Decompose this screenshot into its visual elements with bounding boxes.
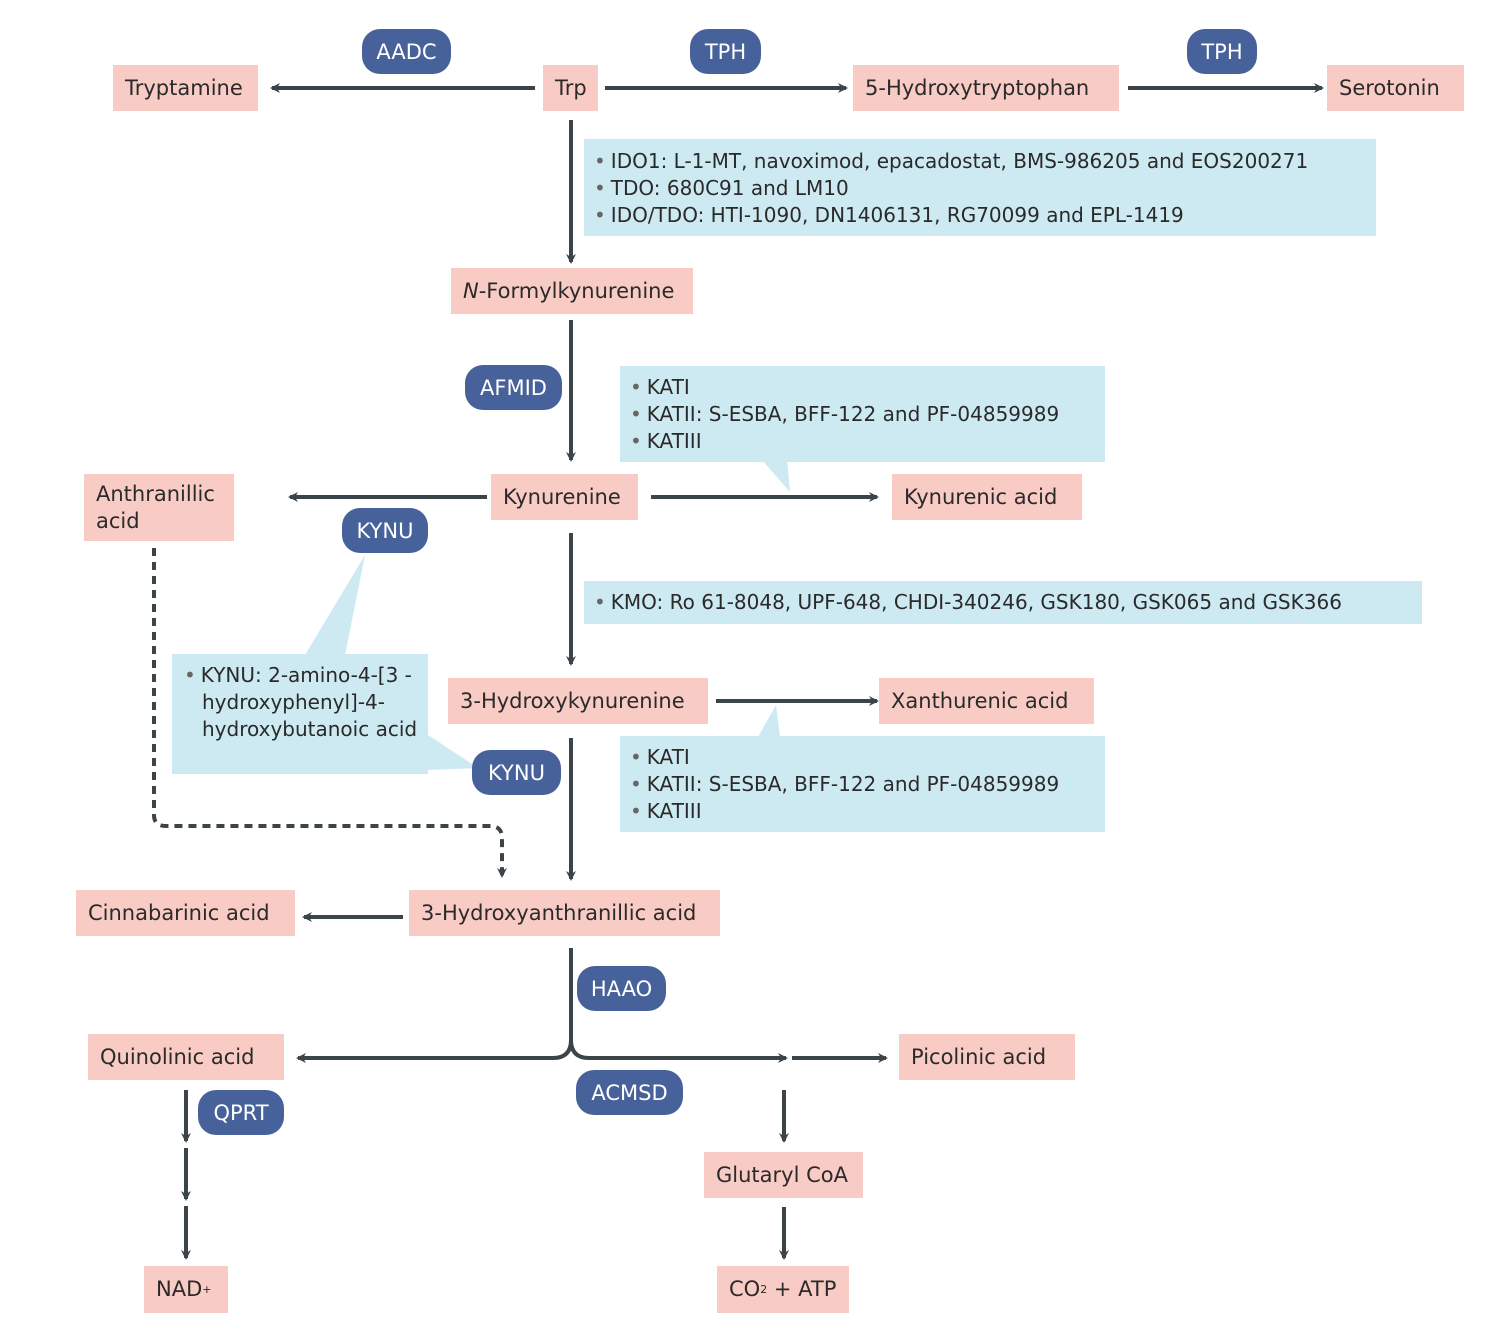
enzyme-label: HAAO [590,976,653,1001]
metabolite-kynurenic-acid: Kynurenic acid [892,474,1082,520]
inhibitor-item: KATII: S-ESBA, BFF-122 and PF-04859989 [630,401,1095,428]
enzyme-label: QPRT [213,1100,269,1125]
inhibitor-item: KATI [630,744,1095,771]
enzyme-kynu-1: KYNU [342,508,428,553]
metabolite-n-formylkynurenine: N-Formylkynurenine [451,268,693,314]
metabolite-label-prefix: N [463,278,479,303]
metabolite-3-hydroxykynurenine: 3-Hydroxykynurenine [448,678,708,724]
inhibitors-kat-upper: KATI KATII: S-ESBA, BFF-122 and PF-04859… [620,366,1105,462]
enzyme-label: TPH [704,39,747,64]
enzyme-label: AFMID [480,375,547,400]
metabolite-quinolinic-acid: Quinolinic acid [88,1034,284,1080]
arrow-3haa-branch-right [569,1039,788,1063]
metabolite-label: Picolinic acid [911,1044,1047,1069]
inhibitors-ido-tdo: IDO1: L-1-MT, navoximod, epacadostat, BM… [584,139,1376,236]
metabolite-label-rest: + ATP [767,1277,837,1301]
inhibitor-item: IDO/TDO: HTI-1090, DN1406131, RG70099 an… [594,202,1366,229]
callout-tail-kat-upper [762,460,790,492]
arrow-anthranilic-to-3haa-dashed [152,548,507,878]
enzyme-label: KYNU [356,518,414,543]
metabolite-picolinic-acid: Picolinic acid [899,1034,1075,1080]
metabolite-label: Kynurenic acid [904,484,1058,509]
metabolite-label: CO [729,1277,761,1301]
inhibitor-item: TDO: 680C91 and LM10 [594,175,1366,202]
enzyme-label: ACMSD [591,1080,668,1105]
metabolite-label: Tryptamine [125,75,243,100]
callout-tail-kynu-top [305,555,365,655]
enzyme-aadc: AADC [362,29,451,74]
enzyme-tph-1: TPH [690,29,761,74]
metabolite-label: Quinolinic acid [100,1044,255,1069]
metabolite-5-hydroxytryptophan: 5-Hydroxytryptophan [853,65,1119,111]
metabolite-label: Kynurenine [503,484,621,509]
enzyme-label: AADC [376,39,437,64]
enzyme-haao: HAAO [577,966,666,1011]
metabolite-cinnabarinic-acid: Cinnabarinic acid [76,890,295,936]
inhibitor-item: IDO1: L-1-MT, navoximod, epacadostat, BM… [594,148,1366,175]
metabolite-label: 3-Hydroxyanthranillic acid [421,900,697,925]
inhibitor-item: KATII: S-ESBA, BFF-122 and PF-04859989 [630,771,1095,798]
subscript-2: 2 [760,1283,768,1296]
inhibitors-kynu: KYNU: 2-amino-4-[3 -hydroxyphenyl]-4-hyd… [172,654,428,774]
metabolite-label: Cinnabarinic acid [88,900,270,925]
inhibitors-kat-lower: KATI KATII: S-ESBA, BFF-122 and PF-04859… [620,736,1105,832]
metabolite-label: Trp [555,75,587,100]
enzyme-label: TPH [1201,39,1243,64]
inhibitor-item: KYNU: 2-amino-4-[3 -hydroxyphenyl]-4-hyd… [184,662,418,743]
metabolite-label: NAD [156,1277,203,1301]
metabolite-label: Anthranillic acid [96,482,215,533]
metabolite-label: Serotonin [1339,75,1440,100]
metabolite-glutaryl-coa: Glutaryl CoA [704,1152,863,1198]
metabolite-tryptamine: Tryptamine [113,65,258,111]
metabolite-serotonin: Serotonin [1327,65,1464,111]
enzyme-afmid: AFMID [465,365,562,410]
inhibitor-item: KATIII [630,428,1095,455]
metabolite-label: Xanthurenic acid [891,688,1069,713]
enzyme-qprt: QPRT [198,1090,284,1135]
inhibitor-item: KATIII [630,798,1095,825]
metabolite-trp: Trp [543,65,598,111]
inhibitors-kmo: KMO: Ro 61-8048, UPF-648, CHDI-340246, G… [584,581,1422,624]
inhibitor-item: KMO: Ro 61-8048, UPF-648, CHDI-340246, G… [594,589,1412,616]
inhibitor-item: KATI [630,374,1095,401]
metabolite-nad: NAD+ [144,1266,228,1313]
metabolite-3-hydroxyanthranilic-acid: 3-Hydroxyanthranillic acid [409,890,720,936]
metabolite-label: -Formylkynurenine [478,278,675,303]
metabolite-label: Glutaryl CoA [716,1162,848,1187]
metabolite-label: 5-Hydroxytryptophan [865,75,1090,100]
metabolite-anthranilic-acid: Anthranillic acid [84,474,234,541]
enzyme-label: KYNU [488,760,545,785]
enzyme-tph-2: TPH [1187,29,1257,74]
enzyme-acmsd: ACMSD [576,1070,683,1115]
callout-tail-kynu-bottom [428,735,478,770]
enzyme-kynu-2: KYNU [472,750,561,795]
superscript-plus: + [202,1283,212,1296]
metabolite-xanthurenic-acid: Xanthurenic acid [879,678,1094,724]
metabolite-kynurenine: Kynurenine [491,474,638,520]
arrow-3haa-branch [296,948,573,1063]
metabolite-label: 3-Hydroxykynurenine [460,688,685,713]
callout-tail-kat-lower [758,705,780,737]
